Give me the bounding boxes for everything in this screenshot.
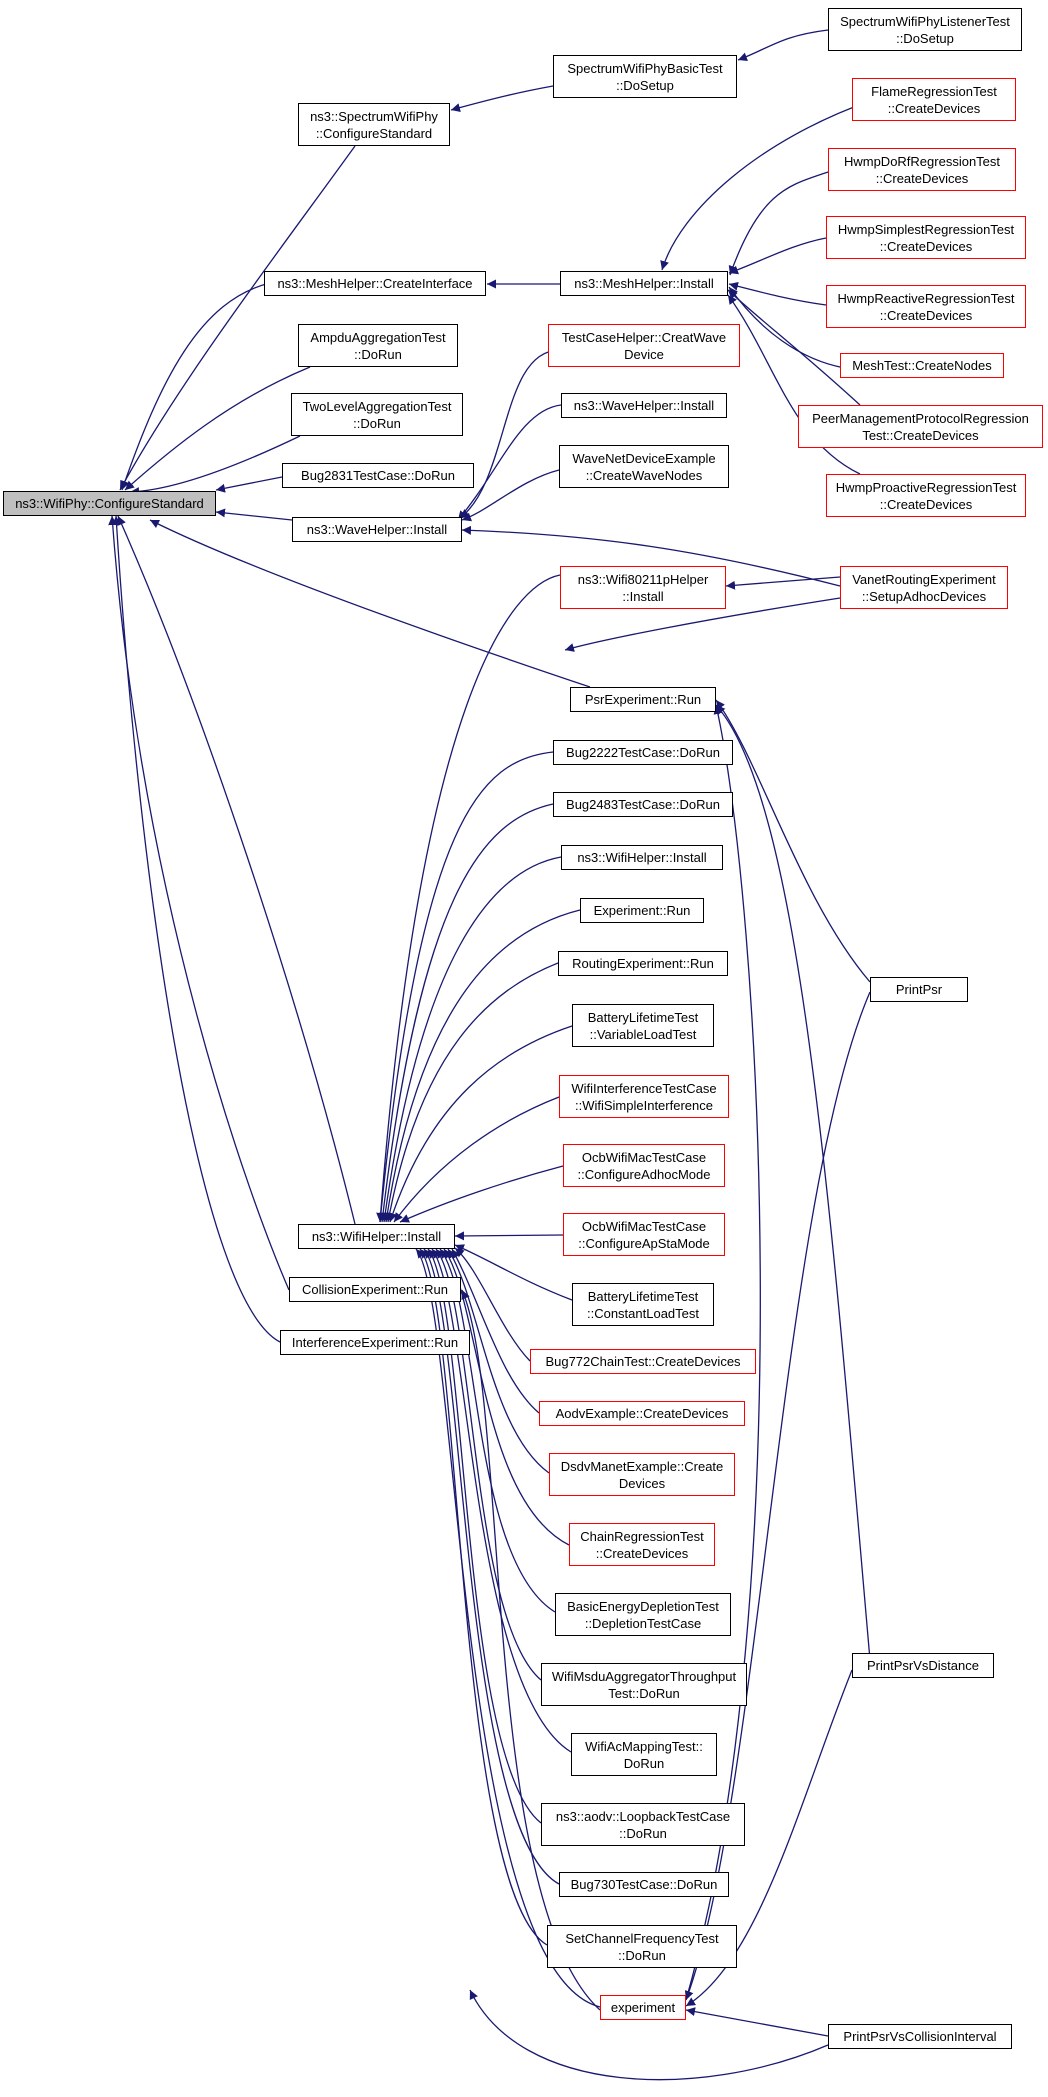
- node-flame[interactable]: FlameRegressionTest ::CreateDevices: [852, 78, 1016, 121]
- node-psr-run[interactable]: PsrExperiment::Run: [570, 687, 716, 712]
- node-aodv-loopback[interactable]: ns3::aodv::LoopbackTestCase ::DoRun: [541, 1803, 745, 1846]
- edge-wifi80211p-to-wifi-install: [376, 574, 561, 1223]
- node-bug2483[interactable]: Bug2483TestCase::DoRun: [553, 792, 733, 817]
- edge-twolevel-to-root: [129, 435, 301, 497]
- edge-listener-to-basic: [737, 29, 829, 62]
- edge-experiment-to-wifi-install: [415, 1248, 601, 2008]
- edge-hwmp-simplest-to-mesh-install: [728, 237, 827, 275]
- edge-aodv-example-to-wifi-install: [451, 1248, 540, 1414]
- node-printpsr-coll[interactable]: PrintPsrVsCollisionInterval: [828, 2024, 1012, 2049]
- node-meshtest[interactable]: MeshTest::CreateNodes: [840, 353, 1004, 378]
- edge-wifi-interf-to-wifi-install: [393, 1096, 560, 1223]
- edge-interference-run-to-root: [112, 515, 281, 1343]
- node-peer-mgmt[interactable]: PeerManagementProtocolRegression Test::C…: [798, 405, 1043, 448]
- edge-routing-exp-to-wifi-install: [385, 962, 559, 1223]
- edge-printpsr-coll-to-experiment: [685, 2007, 829, 2037]
- edge-wavenet-to-wave-install: [461, 469, 560, 522]
- node-experiment-run[interactable]: Experiment::Run: [580, 898, 704, 923]
- node-root[interactable]: ns3::WifiPhy::ConfigureStandard: [3, 491, 216, 516]
- edge-printpsr-dist-to-experiment: [685, 1669, 853, 2007]
- node-vanet[interactable]: VanetRoutingExperiment ::SetupAdhocDevic…: [840, 566, 1008, 609]
- node-experiment[interactable]: experiment: [600, 1995, 686, 2020]
- node-bug730[interactable]: Bug730TestCase::DoRun: [559, 1872, 729, 1897]
- node-hwmp-dorf[interactable]: HwmpDoRfRegressionTest ::CreateDevices: [828, 148, 1016, 191]
- node-interference-run[interactable]: InterferenceExperiment::Run: [280, 1330, 470, 1355]
- edge-wifi-install-to-root: [117, 515, 356, 1225]
- node-hwmp-reactive[interactable]: HwmpReactiveRegressionTest ::CreateDevic…: [826, 285, 1026, 328]
- node-ampdu[interactable]: AmpduAggregationTest ::DoRun: [298, 324, 458, 367]
- node-ocb-adhoc[interactable]: OcbWifiMacTestCase ::ConfigureAdhocMode: [563, 1144, 725, 1187]
- edge-ocb-adhoc-to-wifi-install: [399, 1165, 564, 1223]
- node-bug2222[interactable]: Bug2222TestCase::DoRun: [553, 740, 733, 765]
- edge-create-interface-to-root: [120, 282, 271, 491]
- node-bug2831[interactable]: Bug2831TestCase::DoRun: [282, 463, 474, 488]
- edge-experiment-run-to-wifi-install: [382, 909, 581, 1223]
- edge-bug2831-to-root: [215, 476, 283, 493]
- edge-chain-reg-to-wifi-install: [443, 1248, 570, 1546]
- edge-ocb-apsta-to-wifi-install: [454, 1231, 564, 1241]
- edge-proactive-to-mesh-install: [727, 294, 861, 475]
- edge-printpsr-coll-to-wifi-install: [469, 1989, 829, 2081]
- node-aodv-example[interactable]: AodvExample::CreateDevices: [539, 1401, 745, 1426]
- edge-bug2222-to-wifi-install: [376, 751, 554, 1223]
- edge-bug772-to-wifi-install: [454, 1247, 531, 1362]
- node-wifi80211p[interactable]: ns3::Wifi80211pHelper ::Install: [560, 566, 726, 609]
- node-spectrum-configure[interactable]: ns3::SpectrumWifiPhy ::ConfigureStandard: [298, 103, 450, 146]
- edge-battery-const-to-wifi-install: [454, 1244, 573, 1301]
- node-acmapping[interactable]: WifiAcMappingTest:: DoRun: [571, 1733, 717, 1776]
- node-wave-install[interactable]: ns3::WaveHelper::Install: [292, 517, 462, 542]
- edge-wave-install2-to-wave-install: [457, 404, 562, 521]
- edge-testcase-helper-to-wave-install: [459, 349, 561, 519]
- node-wifi-install-r[interactable]: ns3::WifiHelper::Install: [561, 845, 723, 870]
- node-hwmp-proactive[interactable]: HwmpProactiveRegressionTest ::CreateDevi…: [826, 474, 1026, 517]
- node-hwmp-simplest[interactable]: HwmpSimplestRegressionTest ::CreateDevic…: [826, 216, 1026, 259]
- node-ocb-apsta[interactable]: OcbWifiMacTestCase ::ConfigureApStaMode: [563, 1213, 725, 1256]
- node-wifi-interf[interactable]: WifiInterferenceTestCase ::WifiSimpleInt…: [559, 1075, 729, 1118]
- node-mesh-create-iface[interactable]: ns3::MeshHelper::CreateInterface: [264, 271, 486, 296]
- edge-ampdu-to-root: [124, 366, 311, 491]
- node-bug772[interactable]: Bug772ChainTest::CreateDevices: [530, 1349, 756, 1374]
- node-wavenet[interactable]: WaveNetDeviceExample ::CreateWaveNodes: [559, 445, 729, 488]
- edge-basic-to-spectrum-configure: [450, 85, 554, 112]
- edge-spectrum-configure-to-root: [119, 145, 356, 491]
- node-dsdv[interactable]: DsdvManetExample::Create Devices: [549, 1453, 735, 1496]
- edge-flame-to-mesh-install: [660, 100, 871, 271]
- node-basic-energy[interactable]: BasicEnergyDepletionTest ::DepletionTest…: [555, 1593, 731, 1636]
- node-battery-var[interactable]: BatteryLifetimeTest ::VariableLoadTest: [572, 1004, 714, 1047]
- node-testcase-helper[interactable]: TestCaseHelper::CreatWave Device: [548, 324, 740, 367]
- node-collision-run[interactable]: CollisionExperiment::Run: [289, 1277, 461, 1302]
- edge-battery-var-to-wifi-install: [388, 1025, 573, 1223]
- edge-vanet-to-wifi80211p: [725, 576, 841, 590]
- node-msdu[interactable]: WifiMsduAggregatorThroughput Test::DoRun: [541, 1663, 747, 1706]
- edge-dsdv-to-wifi-install: [447, 1248, 550, 1474]
- node-spectrum-listener[interactable]: SpectrumWifiPhyListenerTest ::DoSetup: [828, 8, 1022, 51]
- edge-peer-to-mesh-install: [727, 289, 861, 406]
- edge-wifi-install-r-to-wifi-install: [380, 856, 562, 1223]
- edge-wave-install-to-root: [215, 508, 293, 521]
- edge-vanet-to-wifi-install: [564, 597, 841, 652]
- edge-collision-run-to-root: [108, 515, 290, 1291]
- node-wave-install2[interactable]: ns3::WaveHelper::Install: [561, 393, 727, 418]
- edge-printpsr-dist-to-psr-run: [715, 704, 871, 1661]
- node-battery-const[interactable]: BatteryLifetimeTest ::ConstantLoadTest: [572, 1283, 714, 1326]
- edge-basic-energy-to-wifi-install: [439, 1248, 556, 1613]
- node-setchannel[interactable]: SetChannelFrequencyTest ::DoRun: [547, 1925, 737, 1968]
- node-routing-exp[interactable]: RoutingExperiment::Run: [558, 951, 728, 976]
- node-chain-reg[interactable]: ChainRegressionTest ::CreateDevices: [569, 1523, 715, 1566]
- node-printpsr-dist[interactable]: PrintPsrVsDistance: [852, 1653, 994, 1678]
- edge-vanet-to-wave-install: [461, 525, 841, 587]
- edge-hwmp-reactive-to-mesh-install: [728, 281, 827, 306]
- edges: [108, 29, 871, 2081]
- node-wifi-install[interactable]: ns3::WifiHelper::Install: [298, 1224, 455, 1249]
- edge-experiment-to-collision-run: [461, 1289, 601, 2011]
- node-twolevel[interactable]: TwoLevelAggregationTest ::DoRun: [291, 393, 463, 436]
- edge-printpsr-to-psr-run: [715, 699, 871, 983]
- edge-psr-run-to-root: [149, 519, 591, 688]
- edge-hwmp-dorf-to-mesh-install: [728, 171, 829, 276]
- node-printpsr[interactable]: PrintPsr: [870, 977, 968, 1002]
- node-mesh-install[interactable]: ns3::MeshHelper::Install: [560, 271, 728, 296]
- node-spectrum-basic[interactable]: SpectrumWifiPhyBasicTest ::DoSetup: [553, 55, 737, 98]
- edge-bug2483-to-wifi-install: [378, 803, 554, 1223]
